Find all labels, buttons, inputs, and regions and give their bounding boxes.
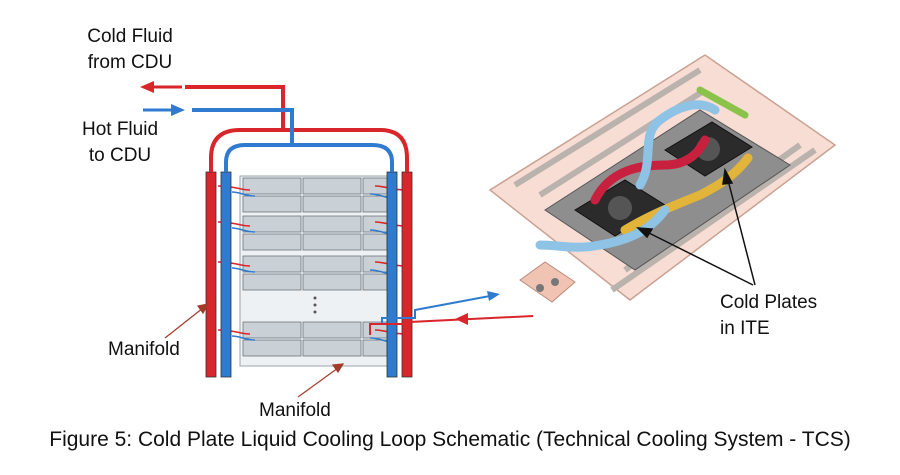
hot-return-pipe <box>192 108 294 145</box>
cold-supply-pipe <box>185 85 285 130</box>
manifold-pointers <box>164 303 345 398</box>
main-pipes <box>185 85 409 172</box>
cold-plates-line2: in ITE <box>720 318 770 339</box>
hot-loop-pipe <box>224 143 394 172</box>
cold-fluid-label: Cold Fluid from CDU <box>60 24 200 76</box>
manifold-left-label: Manifold <box>108 339 180 360</box>
cold-fluid-line1: Cold Fluid <box>87 26 173 47</box>
cold-fluid-arrow <box>140 81 182 93</box>
ite-hoses <box>535 86 753 252</box>
cold-loop-pipe <box>209 128 409 172</box>
ite-connections <box>369 291 534 335</box>
ellipsis-dots <box>313 296 317 314</box>
cold-plates-pointers <box>636 167 756 286</box>
ite-assembly <box>488 54 837 303</box>
cold-plates-label: Cold Plates in ITE <box>720 290 817 342</box>
manifold-right-blue <box>386 171 398 378</box>
hot-fluid-line2: to CDU <box>88 145 152 166</box>
hot-fluid-arrow <box>143 104 185 116</box>
cold-fluid-line2: from CDU <box>87 52 173 73</box>
server-units <box>242 177 388 357</box>
hot-line-to-ite <box>381 295 491 325</box>
manifold-bottom-label: Manifold <box>259 400 331 421</box>
manifold-right-red <box>401 171 413 378</box>
cold-plates-line1: Cold Plates <box>720 292 818 313</box>
manifold-left-red <box>205 171 217 378</box>
manifold-left-blue <box>220 171 232 378</box>
hot-fluid-line1: Hot Fluid <box>81 119 159 140</box>
hot-fluid-label: Hot Fluid to CDU <box>55 117 185 169</box>
cold-line-from-ite <box>369 315 534 335</box>
quick-connect-block <box>519 261 576 303</box>
rack <box>205 171 413 378</box>
figure-caption: Figure 5: Cold Plate Liquid Cooling Loop… <box>49 428 851 451</box>
